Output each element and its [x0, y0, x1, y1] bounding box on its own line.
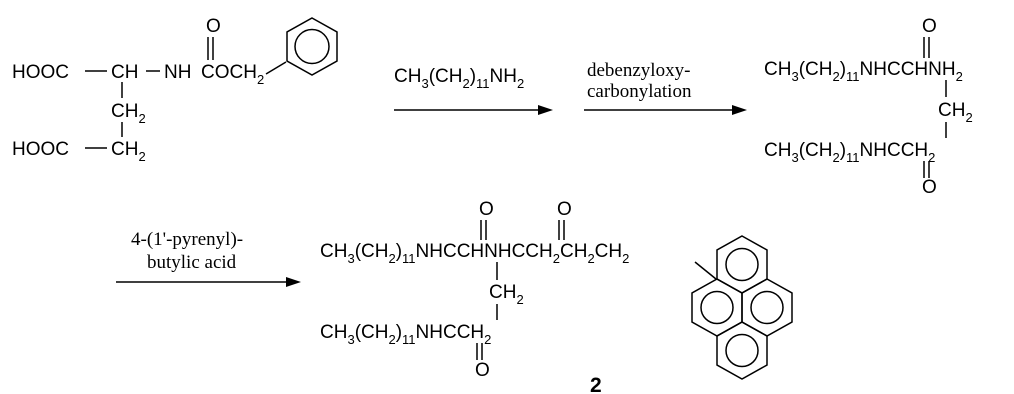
- pyrene-ring-right: [741, 278, 793, 337]
- step2-arrow-head: [732, 105, 747, 115]
- pyrene-ring-bottom-circle: [725, 333, 759, 368]
- pyrene-ring-left-circle: [700, 290, 734, 325]
- reactant-alpha-ch: CH: [111, 62, 138, 83]
- step3-label-line1: 4-(1'-pyrenyl)-: [131, 229, 243, 250]
- product-top-chain: CH3(CH2)11NHCCHNHCCH2CH2CH2: [320, 241, 629, 266]
- step2-label-line2: carbonylation: [587, 81, 692, 102]
- pyrene-ring-top: [716, 235, 768, 294]
- intermediate-bottom-chain: CH3(CH2)11NHCCH2: [764, 140, 935, 165]
- reactant-carbonyl-oxygen: O: [206, 16, 221, 37]
- product-ch2: CH2: [489, 282, 524, 307]
- reactant-nh: NH: [164, 62, 191, 83]
- step1-arrow-head: [538, 105, 553, 115]
- reactant-bond-benzyl: [265, 61, 287, 75]
- product-oxygen-3: O: [475, 360, 490, 381]
- benzene-aromatic-circle: [294, 28, 330, 65]
- benzene-ring: [286, 17, 338, 76]
- pyrene-ring-top-circle: [725, 247, 759, 282]
- reactant-ch2-mid: CH2: [111, 101, 146, 126]
- reactant-cbz-group: COCH2: [201, 62, 264, 87]
- product-bond-to-pyrene: [694, 261, 717, 280]
- step1-arrow-group: CH3(CH2)11NH2: [394, 66, 553, 115]
- reactant-hooc-top: HOOC: [12, 62, 69, 83]
- product-oxygen-2: O: [557, 199, 572, 220]
- compound-number-label: 2: [590, 374, 602, 394]
- step3-arrow-group: 4-(1'-pyrenyl)- butylic acid: [116, 229, 301, 287]
- reactant-structure: O HOOC CH NH COCH2 CH2 HOOC CH2: [12, 16, 338, 164]
- intermediate-oxygen-bottom: O: [922, 177, 937, 198]
- product-bottom-chain: CH3(CH2)11NHCCH2: [320, 322, 491, 347]
- reactant-hooc-bottom: HOOC: [12, 139, 69, 160]
- intermediate-ch2: CH2: [938, 100, 973, 125]
- reactant-ch2-bottom: CH2: [111, 139, 146, 164]
- pyrene-ring-right-circle: [750, 290, 784, 325]
- intermediate-structure: O CH3(CH2)11NHCCHNH2 CH2 CH3(CH2)11NHCCH…: [764, 16, 973, 198]
- product-oxygen-1: O: [479, 199, 494, 220]
- step3-label-line2: butylic acid: [147, 252, 237, 273]
- step2-arrow-group: debenzyloxy- carbonylation: [584, 60, 747, 115]
- pyrene-ring-bottom: [716, 321, 768, 380]
- intermediate-oxygen-top: O: [922, 16, 937, 37]
- pyrene-ring-left: [691, 278, 743, 337]
- pyrene-ring-system: [691, 235, 793, 380]
- intermediate-top-chain: CH3(CH2)11NHCCHNH2: [764, 59, 963, 84]
- step2-label-line1: debenzyloxy-: [587, 60, 690, 81]
- step1-reagent-dodecylamine: CH3(CH2)11NH2: [394, 66, 524, 91]
- product-structure: O O CH3(CH2)11NHCCHNHCCH2CH2CH2 CH2 CH3(…: [320, 199, 793, 394]
- step3-arrow-head: [286, 277, 301, 287]
